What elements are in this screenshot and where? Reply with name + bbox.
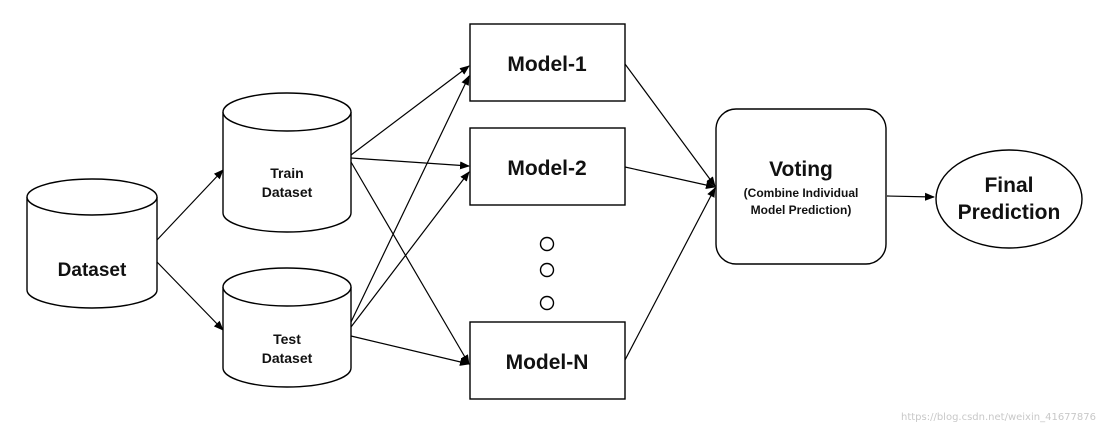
ellipsis-dot	[539, 236, 555, 252]
edge-test-model1	[350, 75, 470, 323]
model-2-node: Model-2	[469, 127, 626, 206]
edge-test-modelN	[350, 335, 470, 366]
edges	[156, 63, 935, 366]
voting-subtitle-line2: Model Prediction)	[751, 203, 852, 217]
train-label-line2: Dataset	[262, 184, 313, 200]
model-1-node: Model-1	[469, 23, 626, 102]
voting-node: Voting (Combine Individual Model Predict…	[715, 108, 887, 265]
train-dataset-node: Train Dataset	[222, 92, 352, 233]
test-label-line1: Test	[273, 331, 301, 347]
ellipsis-dot	[539, 262, 555, 278]
edge-voting-final	[886, 192, 935, 201]
ellipsis-dot	[539, 295, 555, 311]
edge-dataset-train	[156, 169, 224, 241]
test-dataset-node: Test Dataset	[222, 267, 352, 388]
watermark-text: https://blog.csdn.net/weixin_41677876	[901, 412, 1096, 423]
edge-modelN-voting	[624, 187, 716, 361]
voting-subtitle-line1: (Combine Individual	[744, 186, 859, 200]
dataset-node: Dataset	[26, 178, 158, 309]
edge-test-model2	[350, 171, 470, 328]
edge-model1-voting	[624, 63, 716, 187]
model-n-node: Model-N	[469, 321, 626, 400]
edge-train-model1	[350, 65, 470, 156]
model-1-label: Model-1	[507, 53, 587, 76]
final-label-line2: Prediction	[958, 201, 1061, 224]
model-2-label: Model-2	[507, 157, 586, 180]
edge-train-modelN	[350, 161, 470, 365]
edge-model2-voting	[624, 166, 716, 189]
test-label-line2: Dataset	[262, 350, 313, 366]
voting-title: Voting	[769, 158, 833, 181]
edge-dataset-test	[156, 261, 224, 331]
ellipsis-dots	[539, 236, 555, 311]
dataset-label: Dataset	[58, 260, 127, 281]
edge-train-model2	[350, 157, 470, 170]
model-n-label: Model-N	[506, 351, 589, 374]
final-label-line1: Final	[984, 174, 1033, 197]
train-label-line1: Train	[270, 165, 303, 181]
final-prediction-node: Final Prediction	[935, 149, 1083, 249]
